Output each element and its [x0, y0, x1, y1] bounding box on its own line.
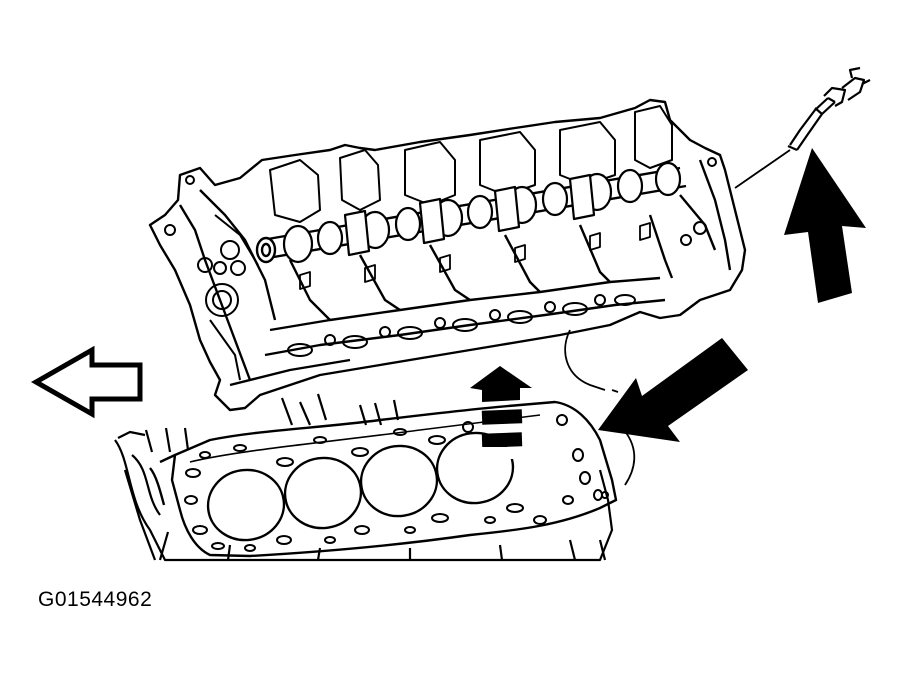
cylinder-bore [283, 456, 363, 530]
callout-line [564, 329, 636, 486]
cylinder-bore [359, 444, 439, 518]
socket-wrench [787, 66, 871, 152]
engine-block [114, 393, 614, 562]
front-direction-arrow [30, 345, 143, 419]
figure-id-label: G01544962 [38, 588, 153, 611]
gasket-pointer-arrow [598, 338, 748, 442]
cylinder-head [148, 98, 747, 412]
up-lift-arrow [784, 148, 866, 303]
gasket-up-marking-arrow [470, 366, 532, 459]
alignment-line [734, 149, 791, 189]
camshaft [255, 161, 687, 264]
head-gasket [149, 400, 618, 558]
cylinder-bore [435, 431, 515, 505]
cylinder-bore [206, 468, 286, 542]
